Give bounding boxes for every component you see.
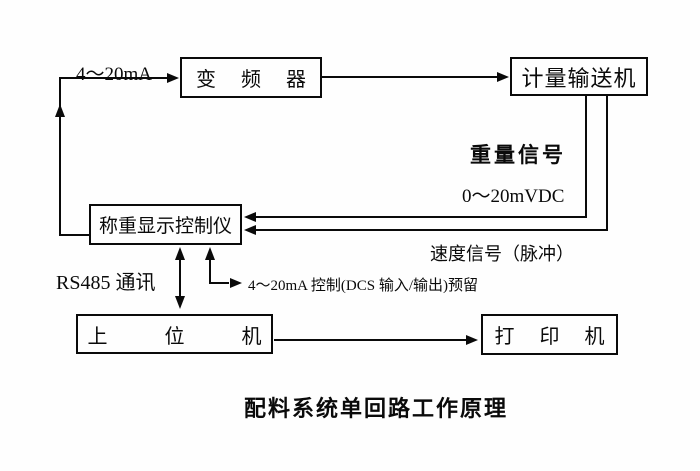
speed-signal-line: [244, 96, 608, 235]
rs485-label: RS485 通讯: [56, 272, 156, 294]
printer-box: 打 印 机: [481, 314, 618, 355]
dcs-reserved-label: 4～20mA 控制(DCS 输入/输出)预留: [248, 278, 479, 294]
arrowhead-down-icon: [175, 296, 185, 309]
dcs-reserved-line: [205, 247, 242, 288]
inverter-to-conveyor-line: [322, 72, 509, 82]
arrowhead-left-icon: [244, 212, 256, 222]
arrowhead-up-icon: [175, 247, 185, 260]
inverter-box: 变 频 器: [180, 57, 322, 98]
arrowhead-right-icon: [230, 278, 242, 288]
arrowhead-left-icon: [244, 225, 256, 235]
host-to-printer-line: [274, 335, 478, 345]
controller-to-inverter-line: [55, 73, 179, 236]
arrowhead-up-icon: [55, 104, 65, 117]
metering-conveyor-box: 计量输送机: [510, 57, 648, 96]
host-computer-box: 上 位 机: [76, 314, 273, 354]
current-loop-label: 4～20mA: [76, 64, 153, 85]
arrowhead-right-icon: [466, 335, 478, 345]
arrowhead-right-icon: [167, 73, 179, 83]
rs485-link-line: [175, 247, 185, 309]
weight-range-label: 0～20mVDC: [462, 186, 565, 207]
speed-signal-label: 速度信号（脉冲）: [430, 244, 574, 264]
weighing-controller-box: 称重显示控制仪: [89, 204, 242, 245]
weight-signal-label: 重量信号: [470, 144, 566, 167]
diagram-caption: 配料系统单回路工作原理: [244, 396, 509, 421]
arrowhead-right-icon: [497, 72, 509, 82]
arrowhead-up-icon: [205, 247, 215, 260]
weight-signal-line: [244, 96, 587, 222]
